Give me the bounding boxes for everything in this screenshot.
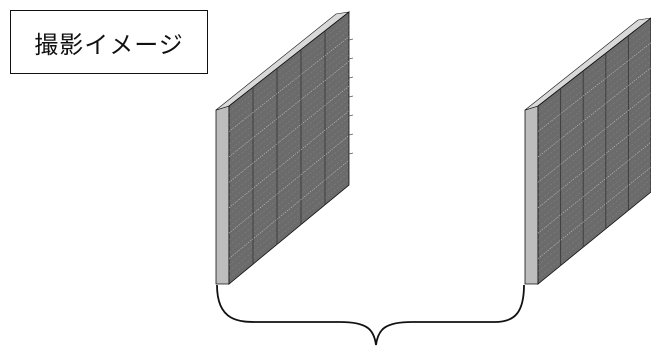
panel-hatch-line	[537, 79, 651, 170]
panel-hatch-line	[228, 42, 350, 138]
panel-hatch-line	[228, 98, 350, 196]
panel-hatch-line	[537, 160, 651, 253]
panel-hatch-line	[537, 148, 651, 240]
caption-box: 撮影イメージ	[10, 10, 208, 74]
panel-hatch-line	[228, 129, 350, 227]
panel-grid-row	[537, 92, 651, 183]
panel-hatch-line	[228, 166, 350, 266]
panel-grid-row	[537, 142, 651, 234]
panel-hatch-line	[228, 147, 350, 247]
panel-hatch-line	[228, 172, 350, 272]
panel-hatch-line	[537, 135, 651, 227]
panel-hatch-line	[228, 79, 350, 177]
panel-grid-row	[537, 166, 651, 259]
panel-hatch-line	[537, 123, 651, 215]
panel-edge-tick	[348, 38, 354, 41]
panel-edge	[524, 105, 539, 285]
panel-grid-row	[228, 85, 350, 183]
panel-edge	[215, 105, 230, 285]
panel-hatch-line	[228, 48, 350, 145]
caption-text: 撮影イメージ	[34, 30, 184, 59]
left-panel	[215, 11, 354, 285]
panel-top-edge	[524, 17, 651, 111]
panel-hatch-line	[228, 178, 350, 278]
panel-edge-tick	[348, 76, 354, 79]
panel-edge-tick	[348, 95, 354, 98]
panel-hatch-line	[537, 173, 651, 266]
panel-hatch-line	[537, 86, 651, 177]
panel-grid-row	[228, 160, 350, 259]
panel-hatch-line	[228, 153, 350, 253]
panel-hatch-line	[228, 30, 350, 126]
curly-brace	[216, 284, 525, 346]
panel-hatch-line	[228, 123, 350, 221]
panel-edge-tick	[348, 114, 354, 117]
panel-hatch-line	[228, 92, 350, 189]
panel-hatch-line	[537, 129, 651, 221]
panel-edge-tick	[348, 133, 354, 136]
panel-hatch-line	[537, 111, 651, 202]
panel-edge-tick	[348, 152, 354, 155]
panel-hatch-line	[537, 73, 651, 164]
panel-hatch-line	[537, 104, 651, 196]
panel-hatch-line	[228, 73, 350, 170]
panel-grid-row	[228, 110, 350, 208]
panel-face	[228, 11, 350, 285]
panel-hatch-line	[537, 185, 651, 278]
panel-hatch-line	[228, 24, 350, 119]
panel-grid-row	[228, 36, 350, 132]
panel-grid-row	[537, 117, 651, 208]
panel-edge-tick	[348, 57, 354, 60]
panel-grid-row	[228, 61, 350, 158]
panel-hatch-line	[228, 104, 350, 202]
panel-hatch-line	[537, 179, 651, 272]
right-panel	[524, 17, 651, 285]
panel-hatch-line	[228, 55, 350, 151]
panel-hatch-line	[228, 141, 350, 240]
panel-hatch-line	[228, 116, 350, 215]
panel-grid-row	[228, 135, 350, 234]
panel-hatch-line	[537, 154, 651, 247]
panel-hatch-line	[537, 98, 651, 189]
panel-hatch-line	[228, 17, 350, 113]
panel-face	[537, 17, 651, 285]
panel-hatch-line	[228, 67, 350, 164]
